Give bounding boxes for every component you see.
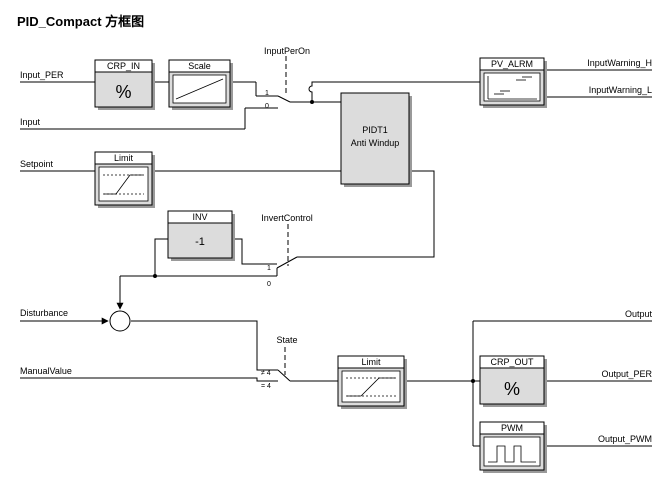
inv-block: INV -1 — [167, 210, 235, 261]
crp-out-block: CRP_OUT % — [479, 355, 547, 407]
input-label: Input — [20, 117, 41, 127]
anti-windup-label: Anti Windup — [351, 138, 400, 148]
pidt1-label: PIDT1 — [362, 125, 388, 135]
pidt1-block: PIDT1 Anti Windup — [340, 92, 412, 187]
output-label: Output — [625, 309, 653, 319]
crp-out-title: CRP_OUT — [490, 357, 534, 367]
inv-title: INV — [192, 212, 207, 222]
disturbance-label: Disturbance — [20, 308, 68, 318]
invert-control-pos1: 1 — [267, 265, 271, 272]
pwm-block: PWM — [479, 421, 547, 473]
limit-curve-icon — [346, 377, 396, 397]
state-pos-not-equal: ≠ 4 — [261, 370, 271, 377]
input-per-label: Input_PER — [20, 70, 64, 80]
state-pos-equal: = 4 — [261, 383, 271, 390]
output-limit-title: Limit — [361, 357, 381, 367]
crp-out-symbol: % — [504, 379, 520, 399]
scale-curve-icon — [175, 78, 224, 100]
input-per-on-pos0: 0 — [265, 103, 269, 110]
output-pwm-label: Output_PWM — [598, 434, 652, 444]
invert-control-label: InvertControl — [261, 213, 313, 223]
manual-value-label: ManualValue — [20, 366, 72, 376]
input-warning-l-label: InputWarning_L — [589, 85, 652, 95]
crp-in-block: CRP_IN % — [94, 59, 155, 110]
alarm-levels-icon — [487, 76, 537, 100]
junction-dot — [310, 100, 314, 104]
page-title: PID_Compact 方框图 — [17, 14, 145, 29]
state-label: State — [276, 335, 297, 345]
junction-dot — [153, 274, 157, 278]
setpoint-limit-title: Limit — [114, 153, 134, 163]
pv-alrm-block: PV_ALRM — [479, 57, 547, 108]
limit-curve-icon — [103, 174, 144, 195]
pv-alrm-title: PV_ALRM — [491, 59, 533, 69]
output-limit-block: Limit — [337, 355, 407, 409]
setpoint-label: Setpoint — [20, 159, 54, 169]
input-per-on-label: InputPerOn — [264, 46, 310, 56]
wires — [20, 69, 652, 447]
scale-title: Scale — [188, 61, 211, 71]
inv-value: -1 — [195, 236, 205, 248]
summing-node — [109, 310, 131, 332]
junction-dot — [471, 379, 475, 383]
output-per-label: Output_PER — [601, 369, 652, 379]
input-per-on-pos1: 1 — [265, 90, 269, 97]
crp-in-symbol: % — [115, 82, 131, 102]
pwm-title: PWM — [501, 423, 523, 433]
invert-control-pos0: 0 — [267, 281, 271, 288]
pwm-wave-icon — [488, 445, 536, 463]
setpoint-limit-block: Limit — [94, 151, 155, 208]
scale-block: Scale — [168, 59, 233, 110]
input-warning-h-label: InputWarning_H — [587, 58, 652, 68]
crp-in-title: CRP_IN — [107, 61, 140, 71]
